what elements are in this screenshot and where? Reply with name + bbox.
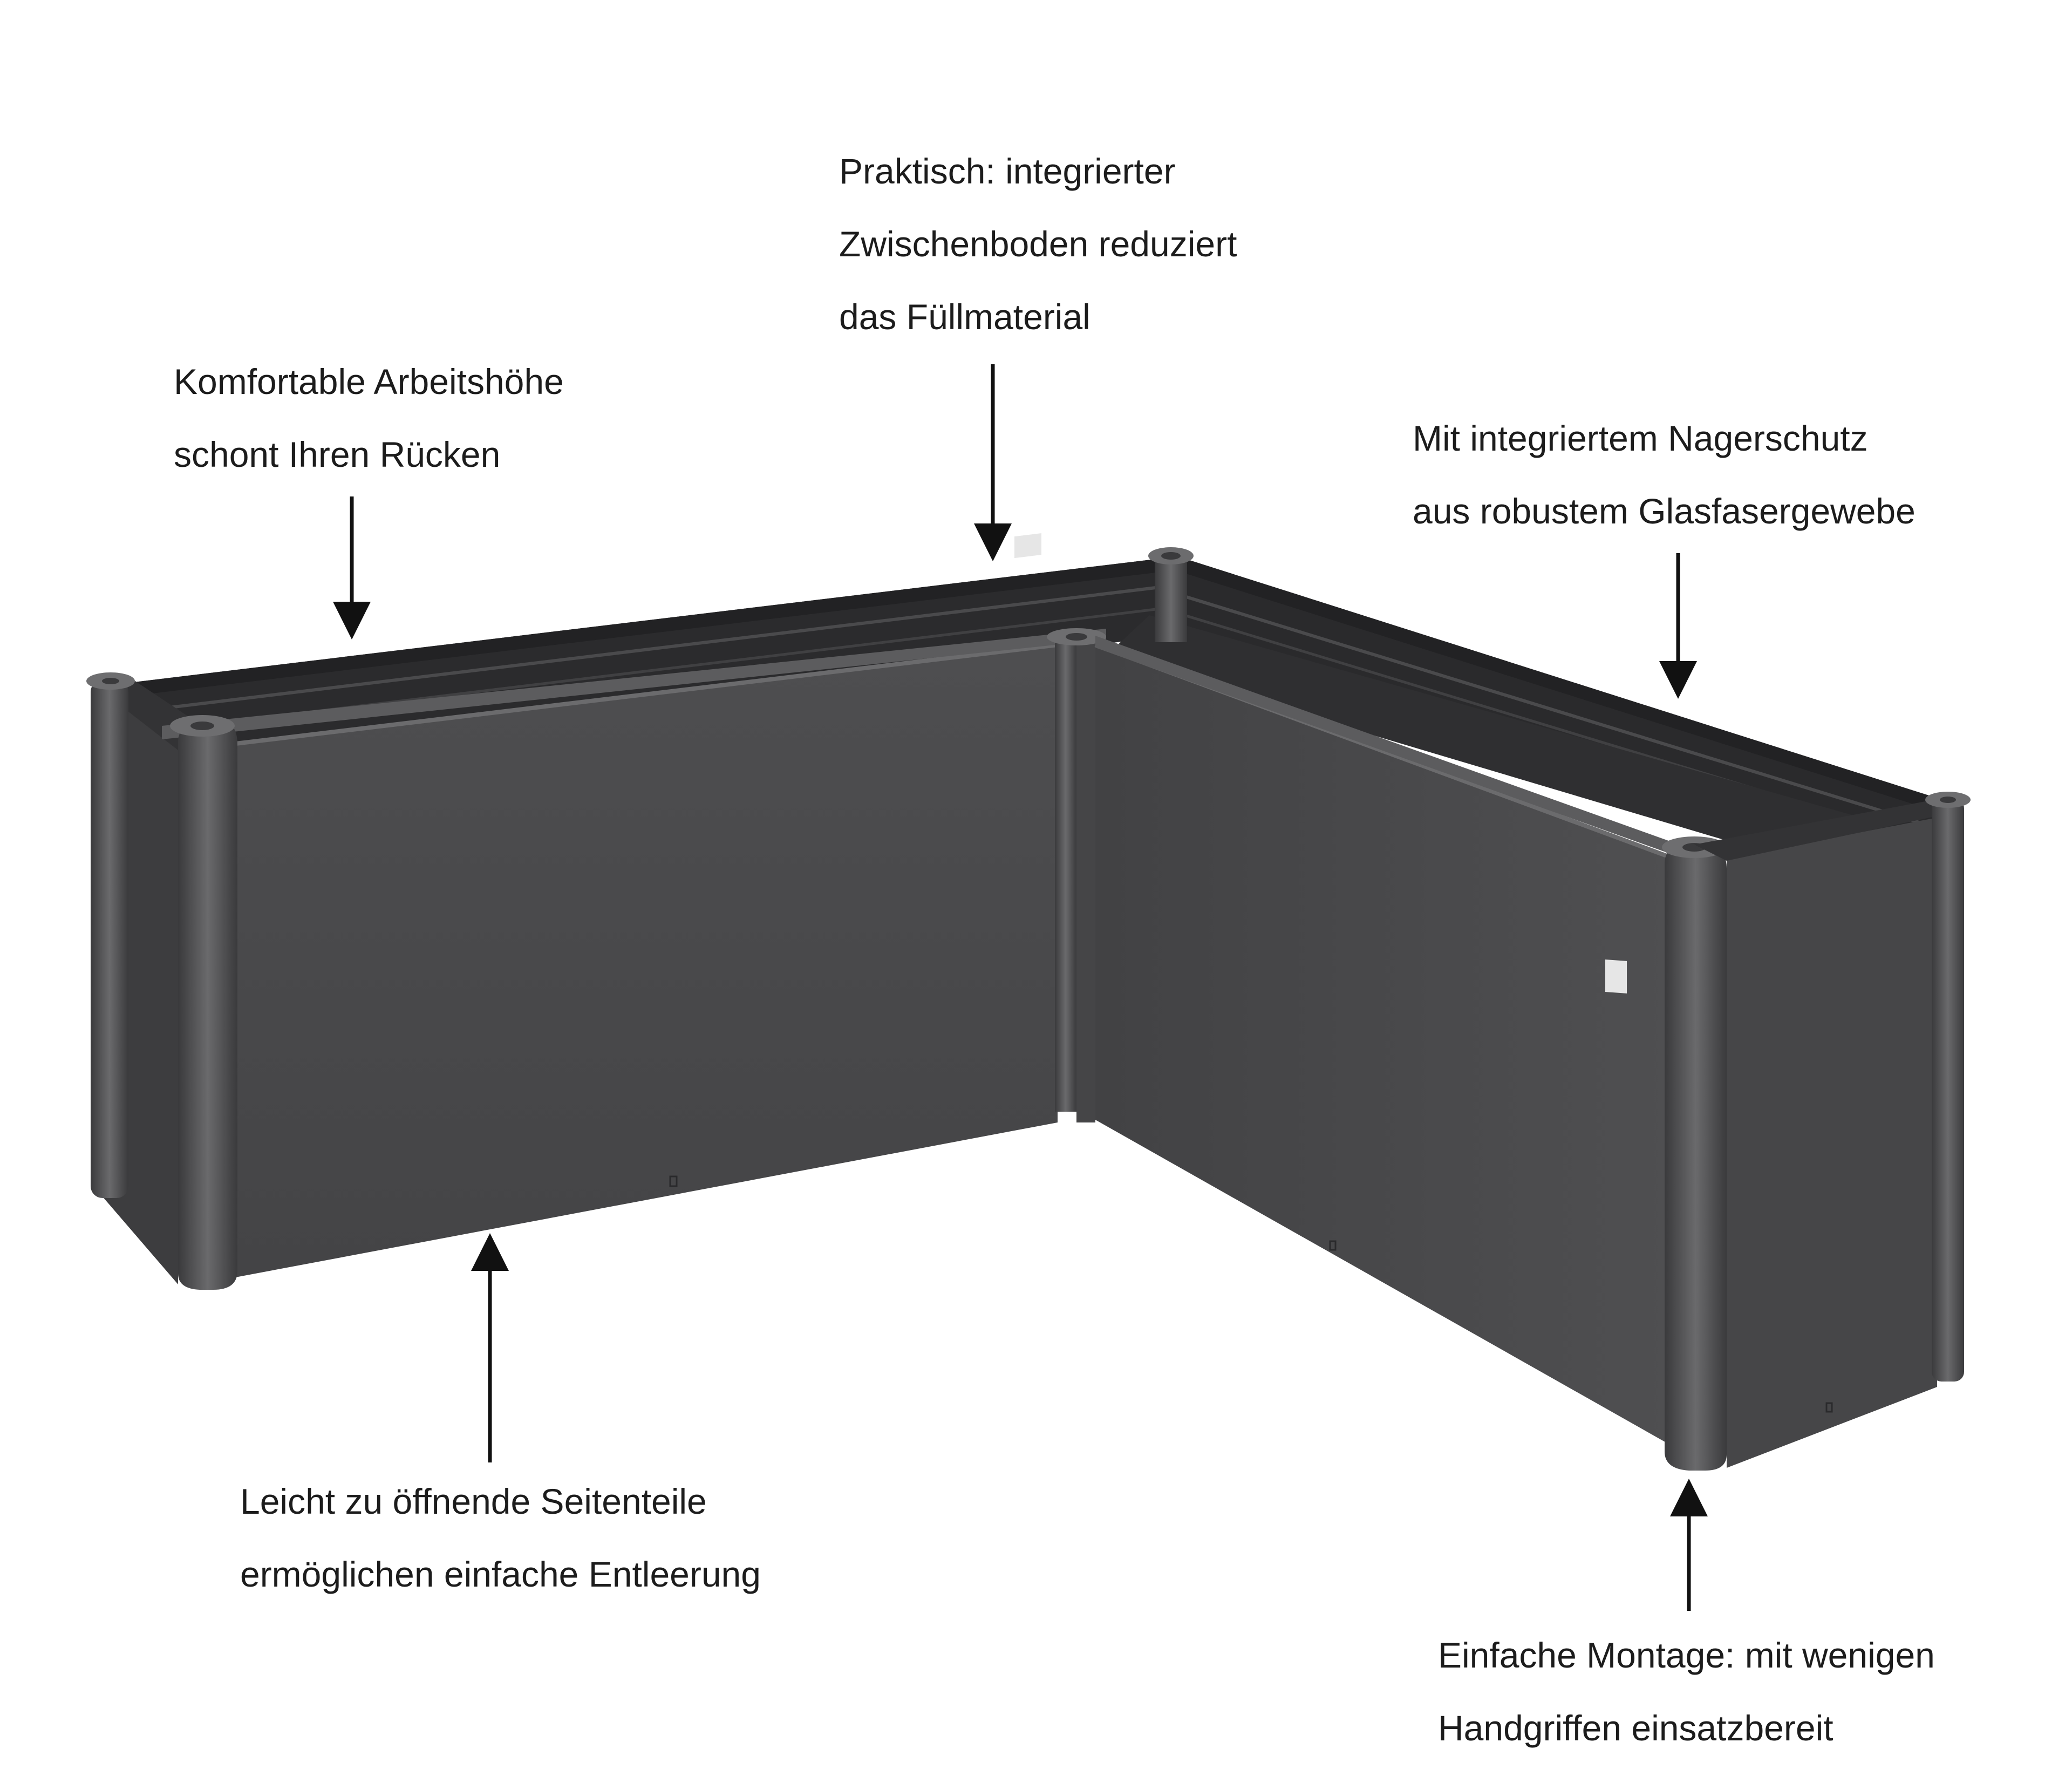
left-back-post [86,672,135,1198]
callout-top-center-line3: das Füllmaterial [839,297,1090,337]
callout-bottom-right: Einfache Montage: mit wenigen Handgriffe… [1438,1619,1935,1765]
callout-bottom-right-line1: Einfache Montage: mit wenigen [1438,1635,1935,1675]
front-right-corner-post [1662,836,1727,1471]
callout-top-right-line1: Mit integriertem Nagerschutz [1413,418,1868,458]
callout-top-center-line2: Zwischenboden reduziert [839,224,1237,264]
callout-top-left-line1: Komfortable Arbeitshöhe [174,362,564,402]
right-back-post [1925,792,1971,1382]
inner-floor [1106,615,1937,899]
callout-top-right-line2: aus robustem Glasfasergewebe [1413,491,1916,531]
label-plate-left [1014,533,1041,559]
right-end-panel [1694,799,1942,1468]
inner-corner-post [1047,628,1106,1122]
callout-top-center-line1: Praktisch: integrierter [839,151,1176,191]
callout-top-center: Praktisch: integrierter Zwischenboden re… [839,135,1237,353]
callout-bottom-left: Leicht zu öffnende Seitenteile ermöglich… [240,1465,761,1611]
callout-top-left-line2: schont Ihren Rücken [174,434,501,474]
callout-top-right: Mit integriertem Nagerschutz aus robuste… [1413,402,1916,548]
front-panel-left [162,533,1106,1279]
callout-bottom-left-line1: Leicht zu öffnende Seitenteile [240,1481,707,1521]
callout-top-left: Komfortable Arbeitshöhe schont Ihren Rüc… [174,345,564,491]
callout-bottom-right-line2: Handgriffen einsatzbereit [1438,1708,1834,1748]
callout-bottom-left-line2: ermöglichen einfache Entleerung [240,1554,761,1594]
label-plate-right [1605,960,1627,994]
back-corner-post [1148,547,1194,642]
front-panel-right [1094,636,1694,1446]
front-left-corner-post [170,715,237,1290]
